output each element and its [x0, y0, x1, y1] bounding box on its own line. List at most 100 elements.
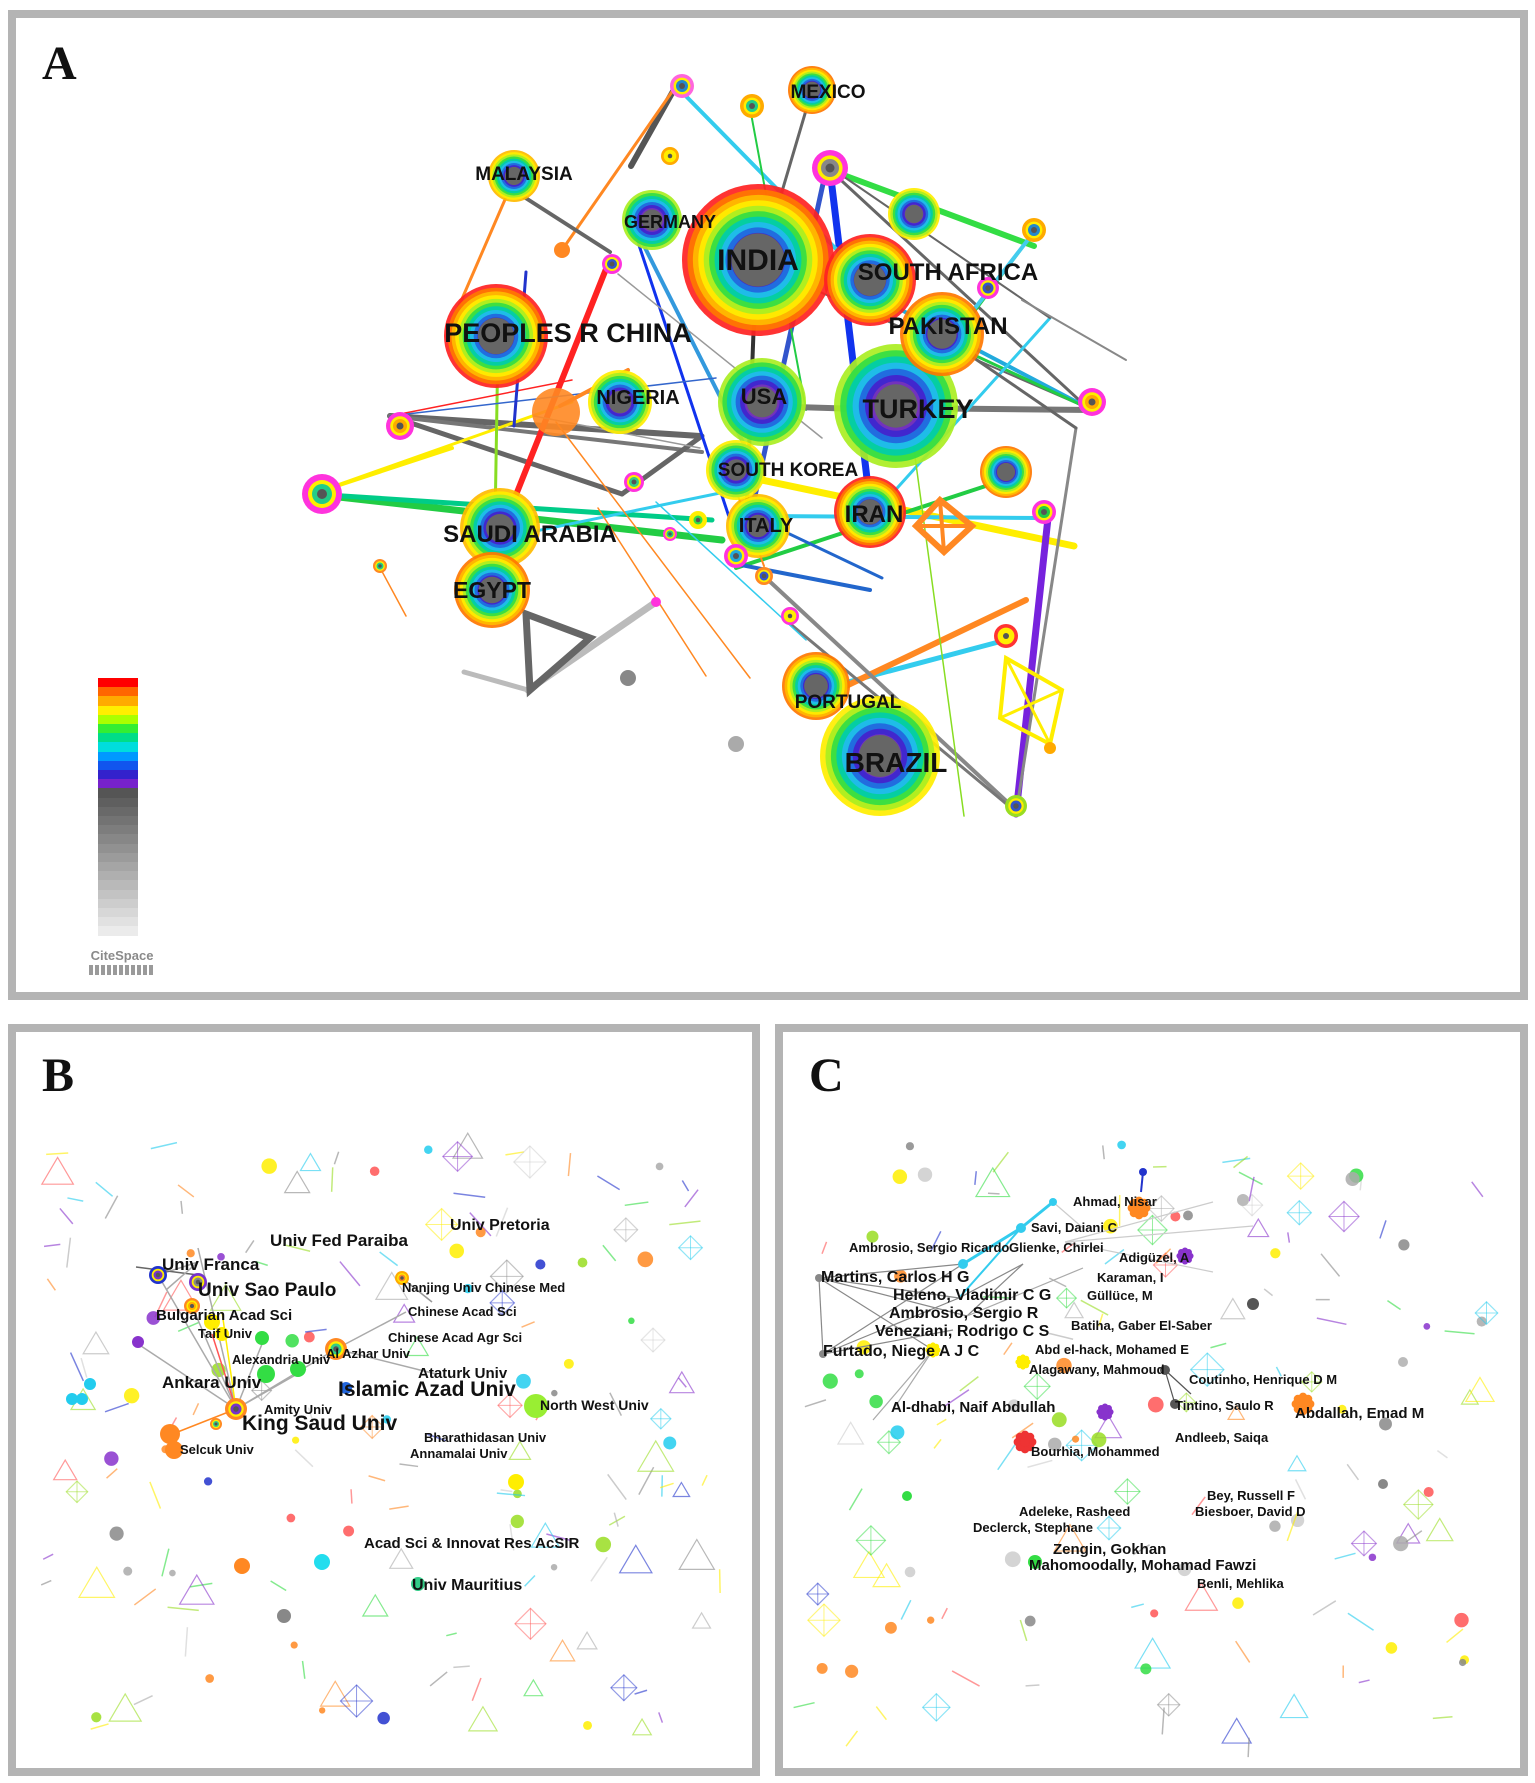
node-a-1: [888, 188, 940, 240]
bg-edge: [104, 1195, 119, 1219]
label-chinese-acad-sci: Chinese Acad Sci: [408, 1304, 517, 1319]
bg-node: [1379, 1417, 1392, 1431]
bg-edge: [106, 1468, 118, 1479]
country-labels: INDIA PEOPLES R CHINA TURKEY SOUTH AFRIC…: [443, 82, 1038, 778]
author-node: [1378, 1479, 1388, 1489]
label-egypt: EGYPT: [453, 577, 531, 603]
node-malaysia: [488, 150, 540, 202]
node-a-small-20: [689, 511, 707, 529]
bg-edge: [701, 1474, 708, 1486]
bg-edge: [1222, 1157, 1251, 1164]
label-univ-mauritius: Univ Mauritius: [412, 1577, 522, 1594]
bg-triangle: [1464, 1376, 1496, 1403]
bg-edge: [1287, 1232, 1291, 1243]
node-a-small-15: [1005, 795, 1027, 817]
bg-node: [563, 1358, 574, 1369]
panel-letter: C: [809, 1049, 844, 1102]
node-a-small-11: [624, 472, 644, 492]
bg-edge: [471, 1677, 482, 1702]
node-a-small-16: [781, 607, 799, 625]
bg-edge: [1320, 1253, 1341, 1277]
bg-edge: [941, 1607, 948, 1620]
author-node: [1170, 1399, 1180, 1409]
node-bourhia-mohammed: [1013, 1430, 1037, 1454]
node-egypt: [454, 552, 530, 628]
bg-triangle: [523, 1678, 544, 1697]
node-a-small-13: [1032, 500, 1056, 524]
network-nodes: [302, 66, 1106, 817]
institution-node: [234, 1558, 250, 1574]
node-ahmad-nisar: [1127, 1196, 1151, 1220]
legend-swatch: [98, 889, 138, 899]
bg-triangle: [1287, 1454, 1307, 1472]
node-iran: [834, 476, 906, 548]
panel-letter: A: [42, 37, 77, 90]
bg-edge: [149, 1481, 162, 1509]
bg-node: [516, 1373, 531, 1389]
node-a-small-6: [1078, 388, 1106, 416]
bg-edge: [177, 1184, 195, 1198]
bg-edge: [1048, 1332, 1074, 1340]
bg-node: [577, 1257, 588, 1268]
bg-node: [91, 1712, 102, 1723]
bg-edge: [1080, 1299, 1109, 1316]
bg-triangle: [392, 1303, 416, 1323]
bg-edge: [500, 1489, 513, 1493]
bg-edge: [602, 1244, 617, 1262]
bg-edge: [1346, 1463, 1360, 1481]
node-a-small-10: [661, 147, 679, 165]
bg-node: [286, 1513, 296, 1523]
bg-edge: [951, 1670, 980, 1687]
bg-edge: [521, 1321, 535, 1328]
bg-node: [905, 1142, 915, 1151]
bg-node: [856, 1340, 871, 1355]
label-iran: IRAN: [845, 501, 904, 528]
bg-node: [303, 1331, 315, 1343]
bg-triangle: [872, 1562, 902, 1588]
bg-edge: [1275, 1366, 1282, 1377]
bg-triangle: [178, 1573, 215, 1605]
bg-diamond: [65, 1480, 89, 1504]
bg-node: [822, 1373, 838, 1389]
bg-diamond: [489, 1289, 516, 1316]
legend-swatch: [98, 742, 138, 752]
bg-edge: [1436, 1450, 1448, 1459]
bg-edge: [184, 1627, 189, 1657]
bg-node: [261, 1158, 277, 1174]
bg-node: [318, 1707, 326, 1714]
bg-node: [1007, 1399, 1021, 1413]
label-india: INDIA: [717, 244, 799, 277]
bg-node: [917, 1167, 933, 1182]
node-turkey: [834, 344, 958, 468]
label-abd-el-hack-mohamed-e: Abd el-hack, Mohamed E: [1035, 1342, 1189, 1357]
bg-edge: [1161, 1707, 1165, 1735]
bg-edge: [944, 1389, 970, 1407]
bg-edge: [1405, 1530, 1423, 1543]
bg-triangle: [374, 1271, 409, 1300]
bg-node: [655, 1162, 664, 1171]
bg-edge: [1027, 1459, 1053, 1468]
label-adeleke-rasheed: Adeleke, Rasheed: [1019, 1504, 1130, 1519]
bg-edge: [150, 1141, 178, 1150]
node-univ-sao-paulo: [189, 1273, 207, 1291]
node-south-africa: [824, 234, 916, 326]
bg-node: [869, 1394, 883, 1409]
bg-node: [1170, 1211, 1181, 1222]
bg-edge: [42, 1553, 54, 1560]
author-nodes: [815, 1168, 1408, 1569]
bg-triangle: [283, 1170, 311, 1194]
bg-edge: [46, 1152, 69, 1156]
bg-edge: [1210, 1342, 1227, 1349]
bg-triangle: [82, 1330, 110, 1355]
node-germany: [622, 190, 682, 250]
institution-node: [255, 1331, 269, 1345]
bg-edge: [1019, 1619, 1028, 1642]
year-color-legend: [98, 678, 138, 936]
legend-swatch: [98, 917, 138, 927]
bg-triangle: [549, 1639, 576, 1662]
legend-swatch: [98, 871, 138, 881]
label-germany: GERMANY: [624, 212, 716, 232]
bg-node: [382, 1415, 392, 1424]
bg-node: [217, 1253, 225, 1261]
node-c-purple-cluster: [1096, 1403, 1114, 1421]
